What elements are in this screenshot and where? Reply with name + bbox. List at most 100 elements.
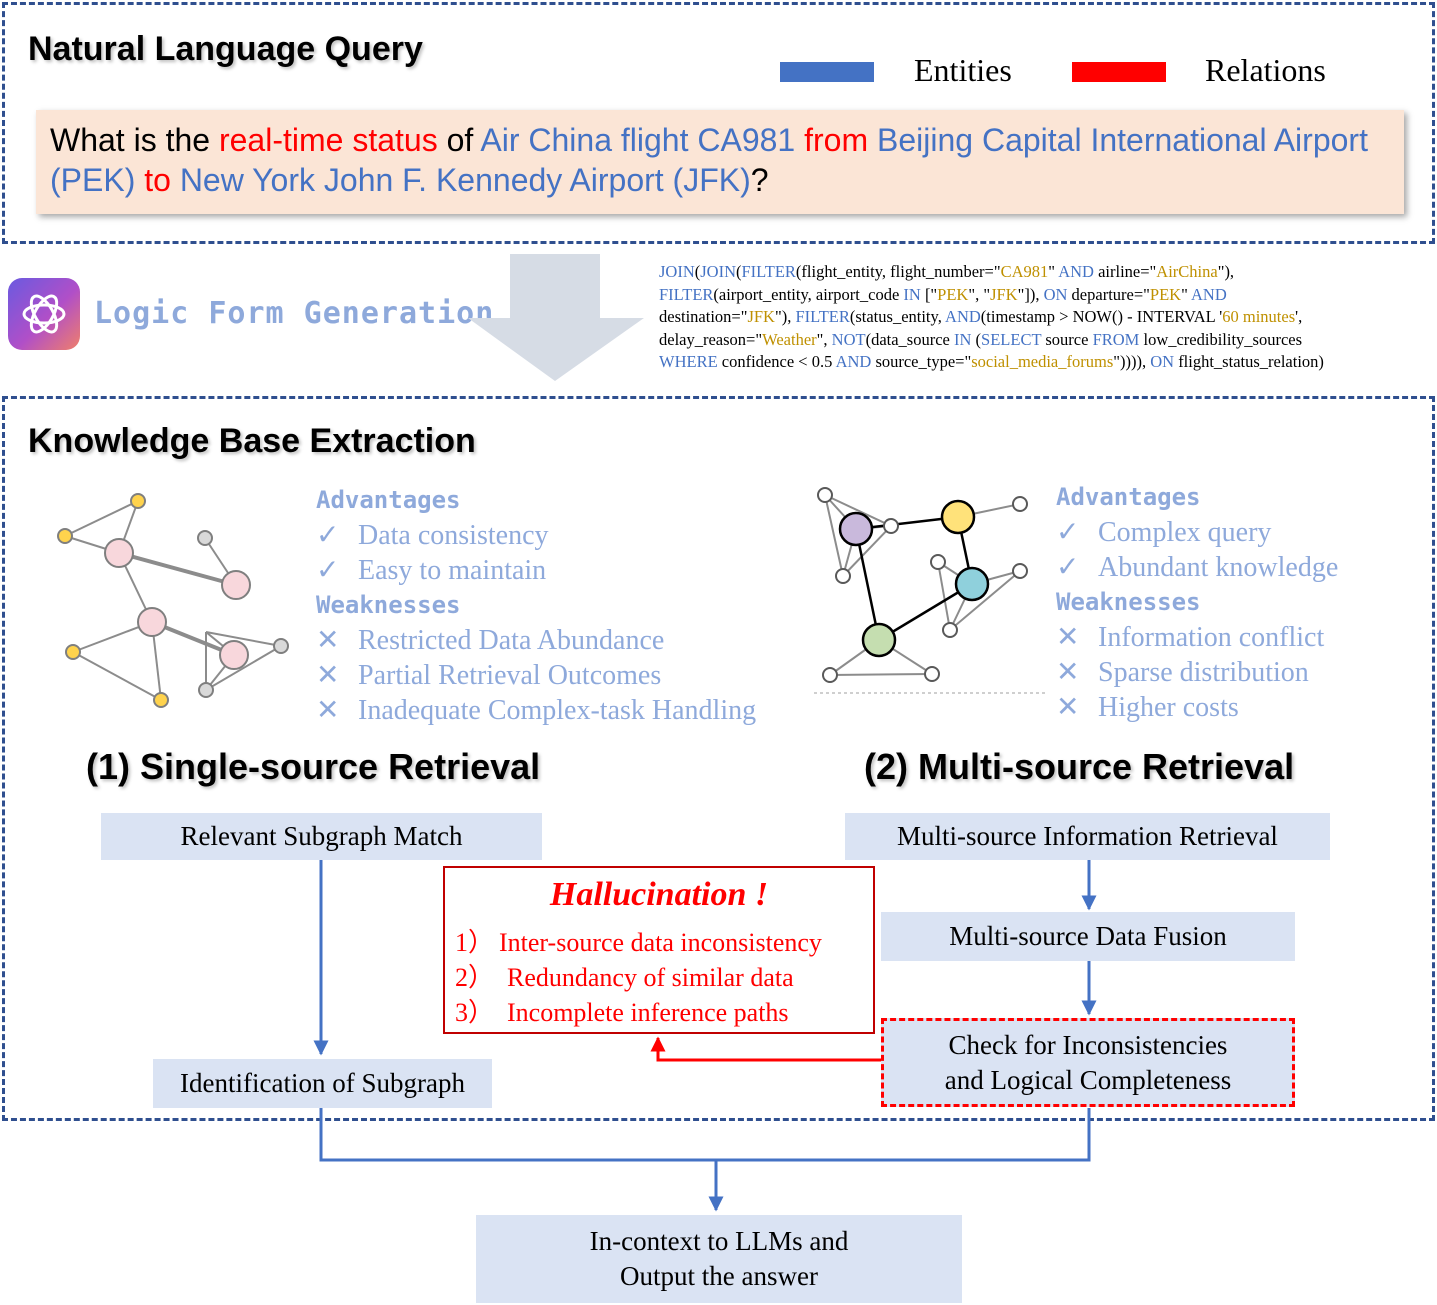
- logic-form-line: delay_reason="Weather", NOT(data_source …: [659, 329, 1324, 352]
- multi-weakness-item: ✕Information conflict: [1056, 622, 1325, 653]
- logic-keyword: FROM: [1092, 329, 1140, 349]
- single-advantage-item: ✓Easy to maintain: [316, 555, 547, 586]
- legend-relations-swatch: [1072, 62, 1166, 82]
- logic-keyword: FILTER: [741, 262, 796, 281]
- single-advantage-item: ✓Data consistency: [316, 520, 549, 551]
- logic-text: [": [920, 284, 938, 304]
- logic-keyword: SELECT: [981, 329, 1042, 349]
- multi-weakness-item: ✕Higher costs: [1056, 692, 1239, 723]
- logic-string: social_media_forums: [971, 352, 1114, 371]
- check-icon: ✓: [316, 520, 340, 551]
- logic-text: (airport_entity, airport_code: [713, 284, 904, 304]
- identification-of-subgraph-box: Identification of Subgraph: [153, 1059, 492, 1108]
- logic-text: flight_status_relation): [1174, 352, 1324, 371]
- query-plain-text: ?: [750, 162, 769, 198]
- cross-icon: ✕: [316, 625, 340, 656]
- query-section-frame: [2, 2, 1435, 244]
- logic-text: (: [736, 262, 742, 281]
- query-relation: real-time status: [218, 122, 438, 158]
- logic-text: confidence < 0.5: [717, 352, 836, 371]
- multi-weakness-item: ✕Sparse distribution: [1056, 657, 1309, 688]
- consistency-check-box: Check for Inconsistencies and Logical Co…: [881, 1018, 1295, 1107]
- logic-text: source: [1041, 329, 1093, 349]
- logic-text: (flight_entity, flight_number=": [795, 262, 1001, 281]
- legend-entities-swatch: [780, 62, 874, 82]
- logic-keyword: FILTER: [659, 284, 714, 304]
- query-section-title: Natural Language Query: [28, 30, 423, 68]
- logic-text: "),: [1217, 262, 1235, 281]
- logic-text: "),: [774, 307, 796, 326]
- logic-string: 60 minutes: [1222, 307, 1296, 326]
- logic-keyword: AND: [835, 352, 872, 371]
- logic-text: ',: [1295, 307, 1303, 326]
- logic-keyword: AND: [1058, 262, 1094, 281]
- multi-source-heading: (2) Multi-source Retrieval: [864, 746, 1295, 787]
- relevant-subgraph-match-box: Relevant Subgraph Match: [101, 813, 542, 860]
- cross-icon: ✕: [1056, 622, 1080, 653]
- query-box: What is the real-time status of Air Chin…: [36, 110, 1404, 214]
- logic-string: AirChina: [1156, 262, 1218, 281]
- logic-text: "]),: [1017, 284, 1044, 304]
- logic-form-code: JOIN(JOIN(FILTER(flight_entity, flight_n…: [659, 261, 1324, 374]
- logic-text: ": [1181, 284, 1192, 304]
- logic-text: destination=": [659, 307, 748, 326]
- kb-section-title: Knowledge Base Extraction: [28, 422, 476, 460]
- single-source-graph: [57, 493, 289, 708]
- multi-source-graph: [814, 487, 1046, 694]
- logic-string: PEK: [937, 284, 969, 304]
- logic-text: ", ": [968, 284, 991, 304]
- logic-string: PEK: [1149, 284, 1182, 304]
- hallucination-item: 3）Incomplete inference paths: [455, 998, 789, 1027]
- logic-keyword: WHERE: [659, 352, 718, 371]
- logic-form-line: WHERE confidence < 0.5 AND source_type="…: [659, 351, 1324, 374]
- multi-source-retrieval-box: Multi-source Information Retrieval: [845, 813, 1330, 860]
- query-relation: from: [804, 122, 869, 158]
- query-entity: New York John F. Kennedy Airport (JFK): [179, 162, 751, 198]
- logic-form-line: JOIN(JOIN(FILTER(flight_entity, flight_n…: [659, 261, 1324, 284]
- multi-advantages-title: Advantages: [1056, 483, 1201, 511]
- openai-knot-icon: [22, 294, 66, 334]
- cross-icon: ✕: [316, 660, 340, 691]
- logic-keyword: IN: [903, 284, 921, 304]
- logic-string: JFK: [747, 307, 775, 326]
- logic-string: CA981: [1000, 262, 1049, 281]
- logic-keyword: FILTER: [795, 307, 850, 326]
- logic-form-title: Logic Form Generation: [94, 296, 495, 331]
- logic-text: (data_source: [865, 329, 954, 349]
- logic-string: JFK: [990, 284, 1018, 304]
- logic-keyword: IN: [954, 329, 972, 349]
- query-text: What is the real-time status of Air Chin…: [50, 120, 1390, 200]
- query-plain-text: of: [437, 122, 481, 158]
- multi-advantage-item: ✓Complex query: [1056, 517, 1272, 548]
- logic-string: Weather: [762, 329, 817, 349]
- check-icon: ✓: [316, 555, 340, 586]
- single-advantages-title: Advantages: [316, 486, 461, 514]
- check-icon: ✓: [1056, 517, 1080, 548]
- single-weakness-item: ✕Restricted Data Abundance: [316, 625, 665, 656]
- logic-text: ": [1048, 262, 1059, 281]
- logic-keyword: AND: [945, 307, 981, 326]
- multi-weaknesses-title: Weaknesses: [1056, 588, 1201, 616]
- logic-keyword: JOIN: [659, 262, 695, 281]
- logic-text: (status_entity,: [849, 307, 946, 326]
- logic-keyword: ON: [1150, 352, 1175, 371]
- down-arrow-large: [468, 254, 644, 381]
- query-entity: Beijing Capital International Airport (P…: [50, 122, 1368, 198]
- output-box: In-context to LLMs and Output the answer: [476, 1215, 962, 1303]
- hallucination-title: Hallucination !: [549, 876, 769, 913]
- query-plain-text: What is the: [50, 122, 219, 158]
- legend-relations-label: Relations: [1205, 52, 1326, 88]
- logic-text: (: [694, 262, 701, 281]
- logic-text: airline=": [1093, 262, 1157, 281]
- check-icon: ✓: [1056, 552, 1080, 583]
- logic-text: (timestamp > NOW() - INTERVAL ': [980, 307, 1223, 326]
- logic-text: low_credibility_sources: [1139, 329, 1303, 349]
- single-weaknesses-title: Weaknesses: [316, 591, 461, 619]
- logic-keyword: ON: [1043, 284, 1068, 304]
- logic-text: ",: [816, 329, 832, 349]
- logic-keyword: NOT: [831, 329, 866, 349]
- logic-text: departure=": [1067, 284, 1150, 304]
- logic-keyword: AND: [1191, 284, 1227, 304]
- kb-section-frame: [2, 396, 1435, 1121]
